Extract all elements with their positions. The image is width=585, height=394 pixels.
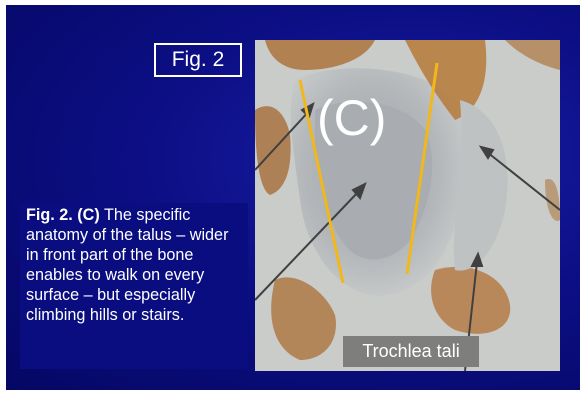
structure-label: Trochlea tali	[343, 336, 479, 367]
region-label: (C)	[317, 90, 386, 146]
talus-photo: (C) Trochlea tali	[255, 40, 560, 371]
figure-label: Fig. 2	[154, 43, 242, 77]
slide: Fig. 2 Fig. 2. (C) The specific anatomy …	[6, 5, 580, 390]
figure-caption: Fig. 2. (C) The specific anatomy of the …	[20, 203, 248, 369]
caption-bold-prefix: Fig. 2. (C)	[26, 206, 100, 224]
talus-illustration	[255, 40, 560, 371]
